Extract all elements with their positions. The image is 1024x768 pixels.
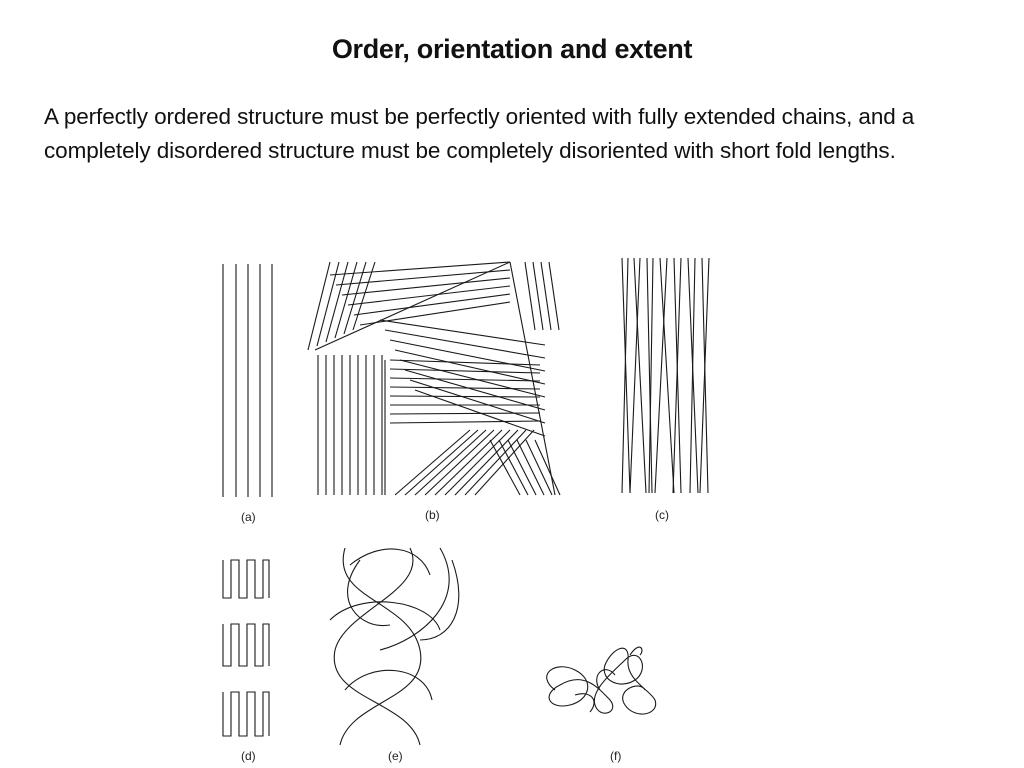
panel-a-label: (a) bbox=[241, 510, 256, 524]
panel-d-label: (d) bbox=[241, 749, 256, 763]
panel-b-label: (b) bbox=[425, 508, 440, 522]
panel-c-label: (c) bbox=[655, 508, 669, 522]
panel-f-label: (f) bbox=[610, 749, 621, 763]
panel-c-lines bbox=[621, 257, 710, 494]
slide-body-text: A perfectly ordered structure must be pe… bbox=[44, 104, 915, 163]
panel-e-label: (e) bbox=[388, 749, 403, 763]
panel-f-coil bbox=[546, 646, 657, 715]
panel-a-lines bbox=[222, 264, 273, 497]
slide-title: Order, orientation and extent bbox=[331, 34, 693, 64]
panel-e-curves bbox=[329, 547, 460, 746]
panel-d-folds bbox=[222, 559, 270, 737]
panel-b-lines bbox=[307, 261, 561, 496]
